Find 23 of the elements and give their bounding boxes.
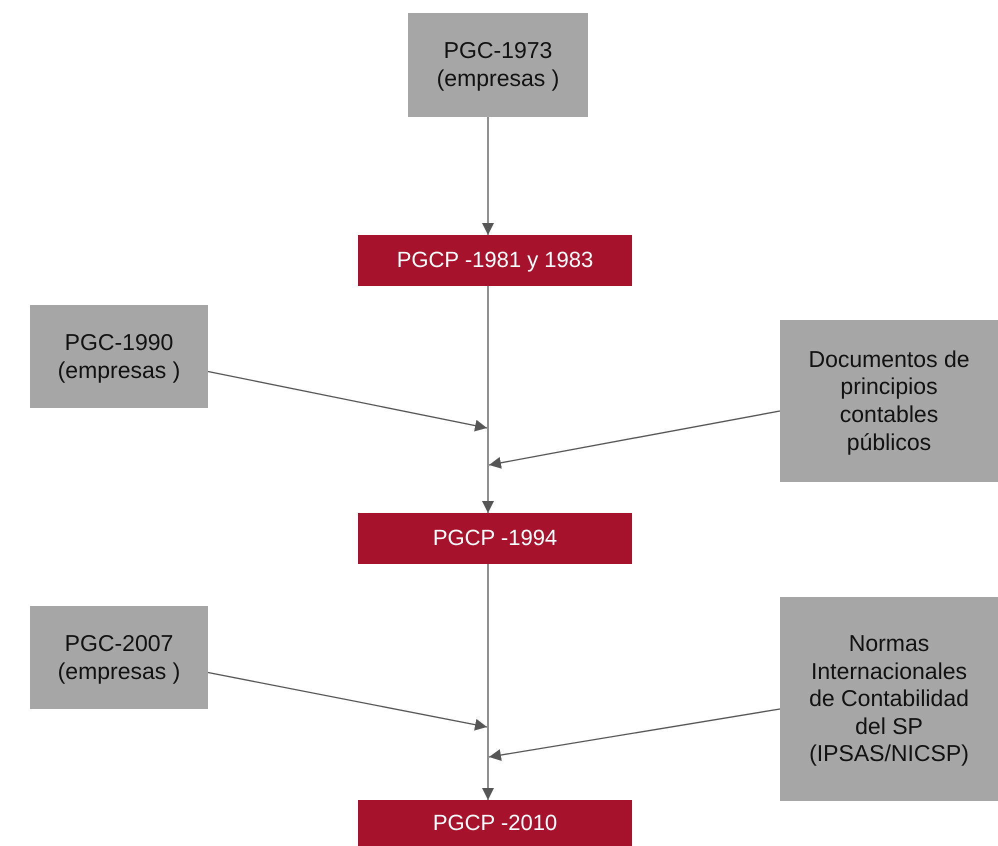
source-box bbox=[30, 606, 208, 709]
plan-box bbox=[358, 235, 632, 286]
plan-box bbox=[358, 513, 632, 564]
source-box bbox=[780, 597, 998, 801]
arrow bbox=[482, 117, 494, 235]
box-label: Documentos de principios contables públicos bbox=[807, 346, 971, 456]
box-label: Normas Internacionales de Contabilidad del SP (IPSAS/NICSP) bbox=[808, 630, 970, 768]
source-box bbox=[780, 320, 998, 482]
arrow bbox=[482, 564, 494, 800]
source-box bbox=[408, 13, 588, 117]
arrow bbox=[488, 708, 780, 761]
box-label: PGCP -1994 bbox=[432, 525, 558, 552]
source-box bbox=[30, 305, 208, 408]
box-label: PGC-1973 (empresas ) bbox=[436, 37, 560, 93]
arrow bbox=[482, 286, 494, 513]
box-label: PGCP -2010 bbox=[432, 810, 558, 836]
box-label: PGC-1990 (empresas ) bbox=[56, 328, 182, 384]
plan-box bbox=[358, 800, 632, 846]
arrow bbox=[208, 370, 488, 432]
box-label: PGCP -1981 y 1983 bbox=[396, 247, 594, 274]
box-label: PGC-2007 (empresas ) bbox=[56, 630, 182, 686]
arrow bbox=[488, 410, 780, 469]
arrow bbox=[208, 672, 488, 731]
